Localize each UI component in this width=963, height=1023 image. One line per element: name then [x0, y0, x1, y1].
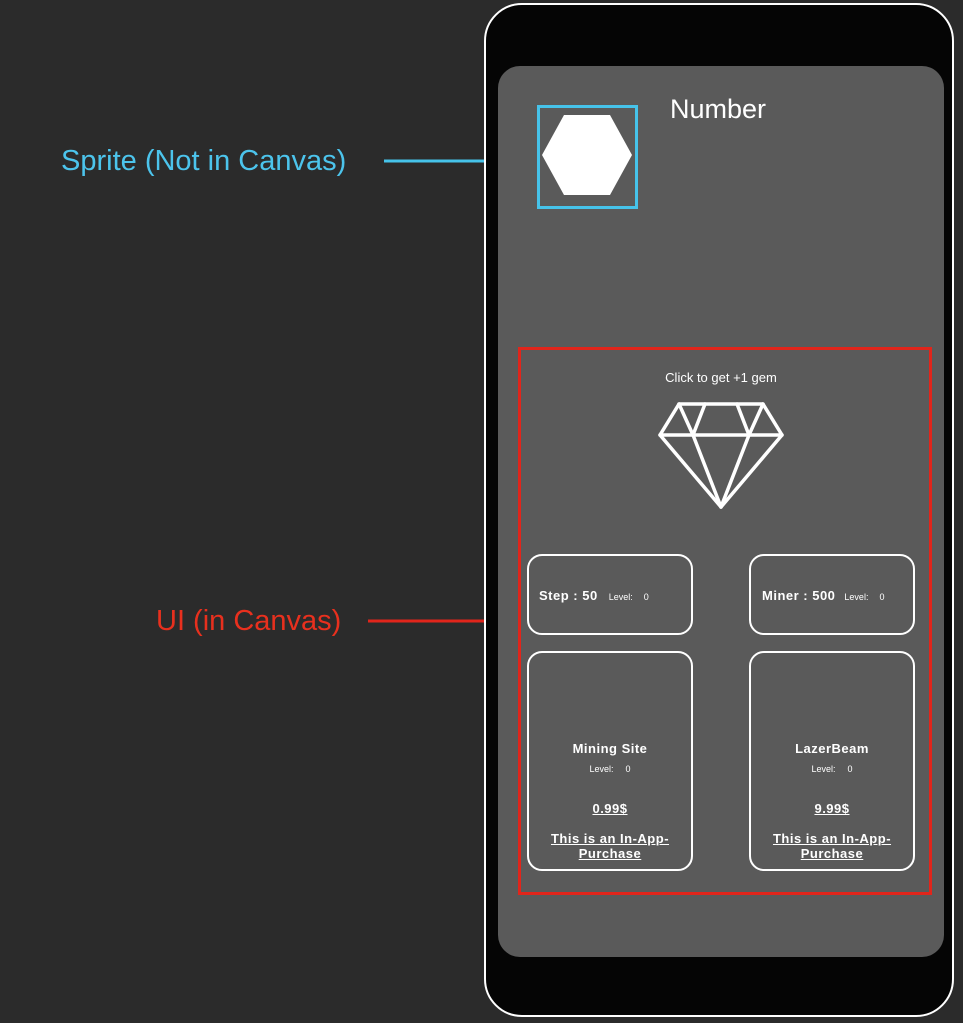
mining-site-iap-note: This is an In-App-Purchase — [550, 831, 670, 861]
step-upgrade-label: Step : 50 — [539, 588, 598, 603]
number-text: Number — [670, 94, 767, 124]
miner-upgrade-button[interactable]: Miner : 500 Level: 0 — [749, 554, 915, 635]
step-level-value: 0 — [643, 592, 649, 602]
ui-annotation-label: UI (in Canvas) — [156, 605, 342, 637]
lazerbeam-iap-note: This is an In-App-Purchase — [772, 831, 892, 861]
mining-site-title: Mining Site — [572, 741, 648, 756]
lazerbeam-level: Level: 0 — [751, 764, 913, 774]
miner-upgrade-label: Miner : 500 — [762, 588, 836, 603]
mining-site-level-value: 0 — [625, 764, 631, 774]
mining-site-level-label: Level: — [589, 764, 614, 774]
miner-level-label: Level: — [844, 592, 869, 602]
lazerbeam-purchase-button[interactable]: LazerBeam Level: 0 9.99$ This is an In-Ap… — [749, 651, 915, 871]
diamond-icon[interactable] — [656, 400, 786, 512]
click-prompt: Click to get +1 gem — [665, 370, 777, 385]
mining-site-purchase-button[interactable]: Mining Site Level: 0 0.99$ This is an In-… — [527, 651, 693, 871]
mining-site-level: Level: 0 — [529, 764, 691, 774]
hexagon-icon[interactable] — [542, 115, 633, 195]
lazerbeam-title: LazerBeam — [795, 741, 869, 756]
step-upgrade-button[interactable]: Step : 50 Level: 0 — [527, 554, 693, 635]
mining-site-price: 0.99$ — [592, 801, 628, 816]
lazerbeam-level-value: 0 — [847, 764, 853, 774]
miner-level-value: 0 — [879, 592, 885, 602]
canvas-highlight-box — [518, 347, 932, 895]
sprite-annotation-label: Sprite (Not in Canvas) — [61, 145, 347, 177]
lazerbeam-level-label: Level: — [811, 764, 836, 774]
step-level-label: Level: — [608, 592, 633, 602]
sprite-highlight-box — [537, 105, 638, 209]
lazerbeam-price: 9.99$ — [814, 801, 850, 816]
